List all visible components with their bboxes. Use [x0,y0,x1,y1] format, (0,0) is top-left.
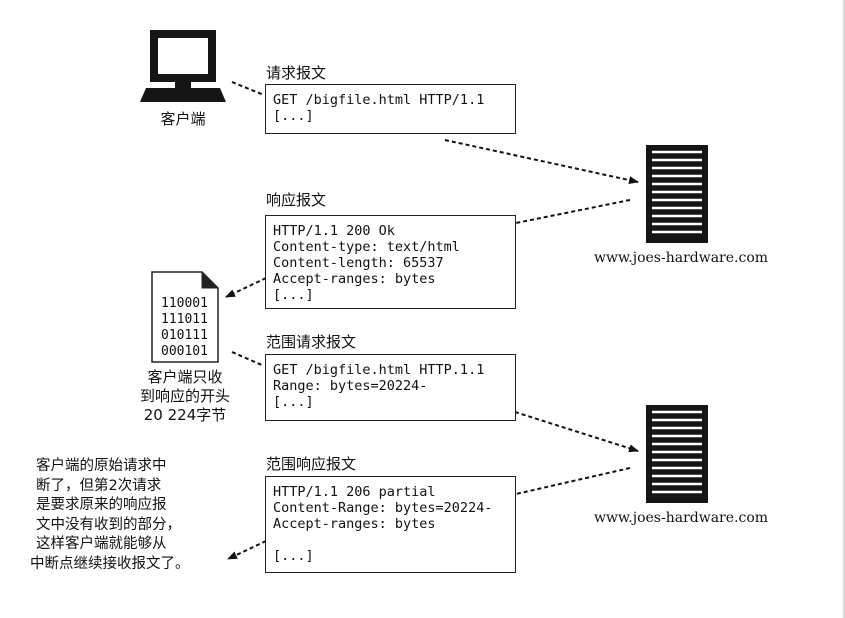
range-request-title: 范围请求报文 [266,333,357,351]
message-lines: GET /bigfile.html HTTP/1.1[...] [273,92,485,124]
arrow-file-to-range-request [231,351,265,367]
server-label: www.joes-hardware.com [594,510,769,526]
resume-note: 客户端的原始请求中 断了，但第2次请求 是要求原来的响应报 文中没有收到的部分，… [30,458,190,572]
range-response-title: 范围响应报文 [266,455,357,473]
response-title: 响应报文 [266,191,327,209]
request-title: 请求报文 [266,64,327,82]
server-label: www.joes-hardware.com [594,250,769,266]
arrow-server-to-range-response [515,467,631,495]
arrow-range-request-to-server [514,411,639,453]
arrow-client-to-request [231,81,265,96]
arrow-response-to-file [225,277,267,298]
client-label: 客户端 [160,110,206,128]
file-caption: 客户端只收 到响应的开头 20 224字节 [139,368,230,424]
arrow-server-to-response [515,199,631,224]
arrow-range-response-to-note [227,540,267,560]
request-message-box: GET /bigfile.html HTTP/1.1[...] [265,84,516,134]
arrow-request-to-server [444,139,639,184]
